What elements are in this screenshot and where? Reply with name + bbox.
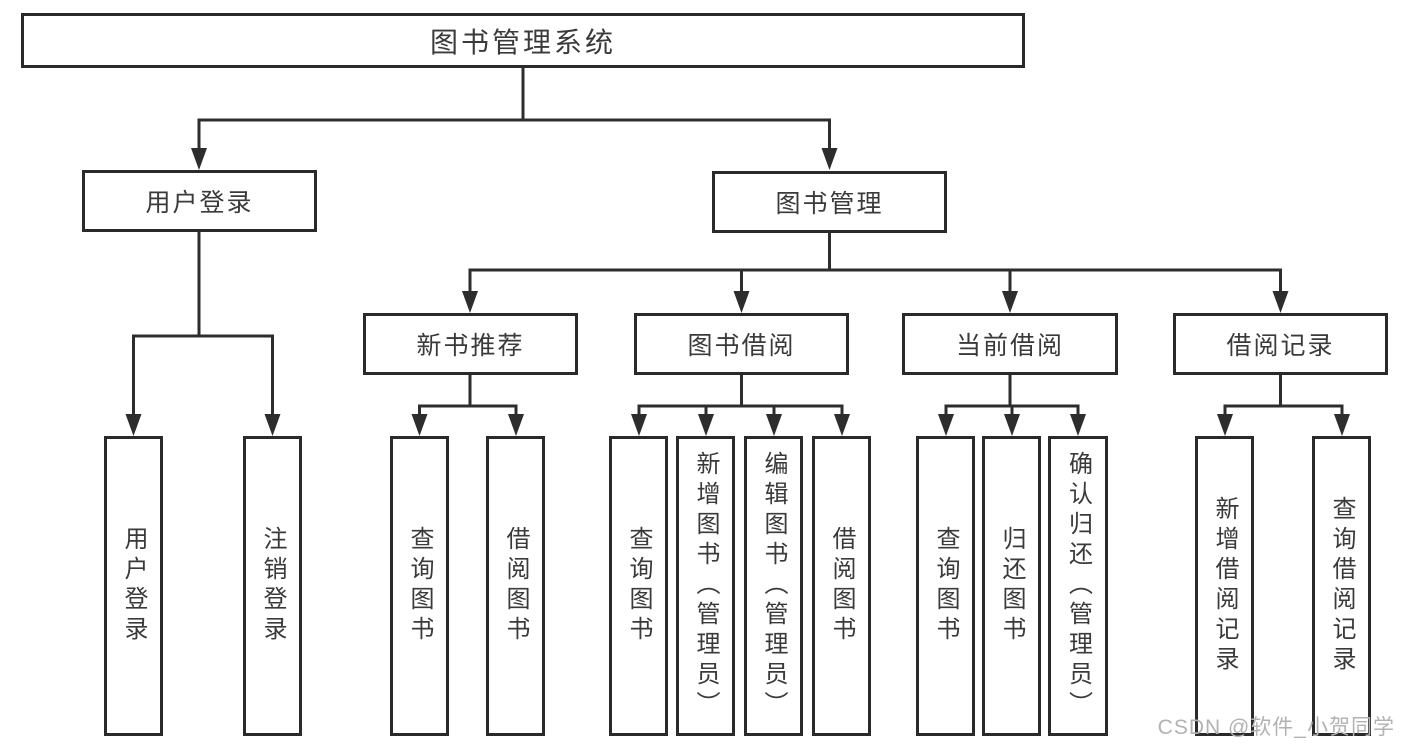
- node-leaf-borrow-books-recommend: 借阅图书: [486, 436, 545, 736]
- node-book-borrow: 图书借阅: [634, 313, 849, 375]
- watermark-text: CSDN @软件_小贺同学: [1157, 716, 1395, 739]
- arrowhead-icon: [508, 414, 524, 436]
- node-leaf-user-login: 用户登录: [104, 436, 163, 736]
- node-leaf-query-books-borrow: 查询图书: [609, 436, 668, 736]
- arrowhead-icon: [1002, 291, 1018, 313]
- arrowhead-icon: [1004, 414, 1020, 436]
- arrowhead-icon: [1272, 291, 1289, 313]
- node-borrow-records: 借阅记录: [1173, 313, 1388, 375]
- arrowhead-icon: [733, 291, 750, 313]
- arrowhead-icon: [264, 414, 281, 436]
- arrowhead-icon: [631, 414, 647, 436]
- node-leaf-return-books: 归还图书: [982, 436, 1041, 736]
- node-leaf-query-books-recommend: 查询图书: [390, 436, 449, 736]
- arrowhead-icon: [1334, 414, 1350, 436]
- node-leaf-add-books-admin: 新增图书（管理员）: [676, 436, 735, 736]
- node-library-management-system: 图书管理系统: [21, 13, 1025, 68]
- node-leaf-logout: 注销登录: [243, 436, 302, 736]
- arrowhead-icon: [462, 291, 478, 313]
- node-new-book-recommend: 新书推荐: [363, 313, 578, 375]
- node-leaf-edit-books-admin: 编辑图书（管理员）: [744, 436, 803, 736]
- arrowhead-icon: [834, 414, 850, 436]
- arrowhead-icon: [938, 414, 954, 436]
- node-book-management: 图书管理: [712, 171, 947, 233]
- node-leaf-query-books-current: 查询图书: [916, 436, 975, 736]
- arrowhead-icon: [1070, 414, 1086, 436]
- arrowhead-icon: [411, 414, 428, 436]
- node-leaf-confirm-return-admin: 确认归还（管理员）: [1048, 436, 1108, 736]
- arrowhead-icon: [766, 414, 782, 436]
- node-leaf-query-borrow-record: 查询借阅记录: [1312, 436, 1371, 736]
- arrowhead-icon: [191, 148, 207, 170]
- node-user-login: 用户登录: [82, 170, 317, 232]
- arrowhead-icon: [698, 414, 714, 436]
- node-leaf-add-borrow-record: 新增借阅记录: [1195, 436, 1254, 736]
- node-leaf-borrow-books: 借阅图书: [812, 436, 871, 736]
- arrowhead-icon: [125, 414, 142, 436]
- node-current-borrow: 当前借阅: [902, 313, 1118, 375]
- arrowhead-icon: [821, 148, 838, 170]
- arrowhead-icon: [1217, 414, 1233, 436]
